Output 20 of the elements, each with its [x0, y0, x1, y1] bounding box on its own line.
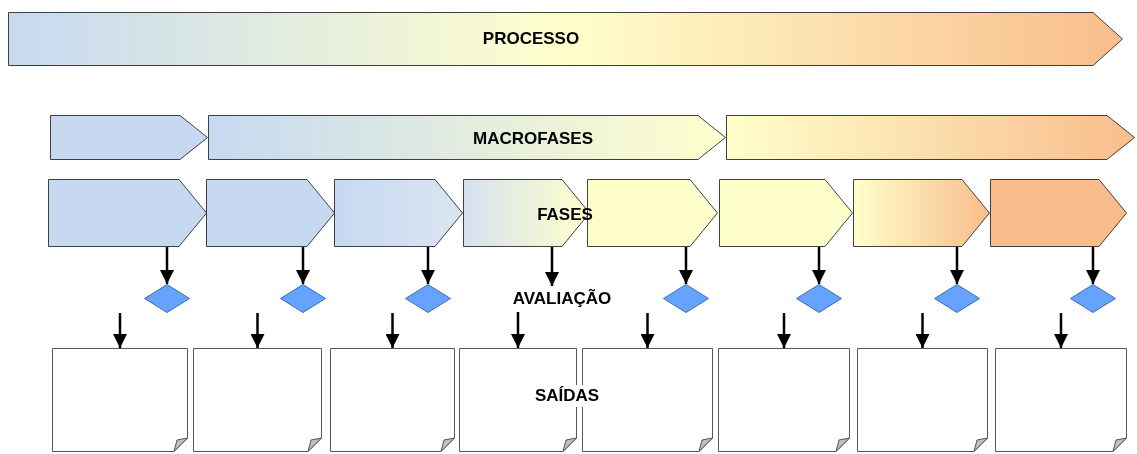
- arrow: [1086, 247, 1100, 284]
- arrow: [777, 313, 791, 348]
- arrow: [113, 313, 127, 348]
- arrow: [511, 312, 525, 348]
- arrow: [250, 313, 265, 348]
- arrow: [915, 313, 930, 348]
- process-label: PROCESSO: [482, 29, 580, 49]
- arrow: [950, 247, 964, 284]
- arrow: [812, 247, 826, 284]
- arrow: [640, 313, 655, 348]
- output-label: SAÍDAS: [532, 385, 602, 407]
- arrow: [296, 247, 310, 284]
- arrow: [679, 247, 693, 284]
- arrow: [160, 247, 174, 284]
- arrow: [545, 247, 559, 286]
- arrow: [1054, 313, 1068, 348]
- arrow: [385, 313, 400, 348]
- evaluation-label: AVALIAÇÃO: [511, 288, 613, 310]
- macrophase-label: MACROFASES: [473, 129, 593, 149]
- arrow: [421, 247, 435, 284]
